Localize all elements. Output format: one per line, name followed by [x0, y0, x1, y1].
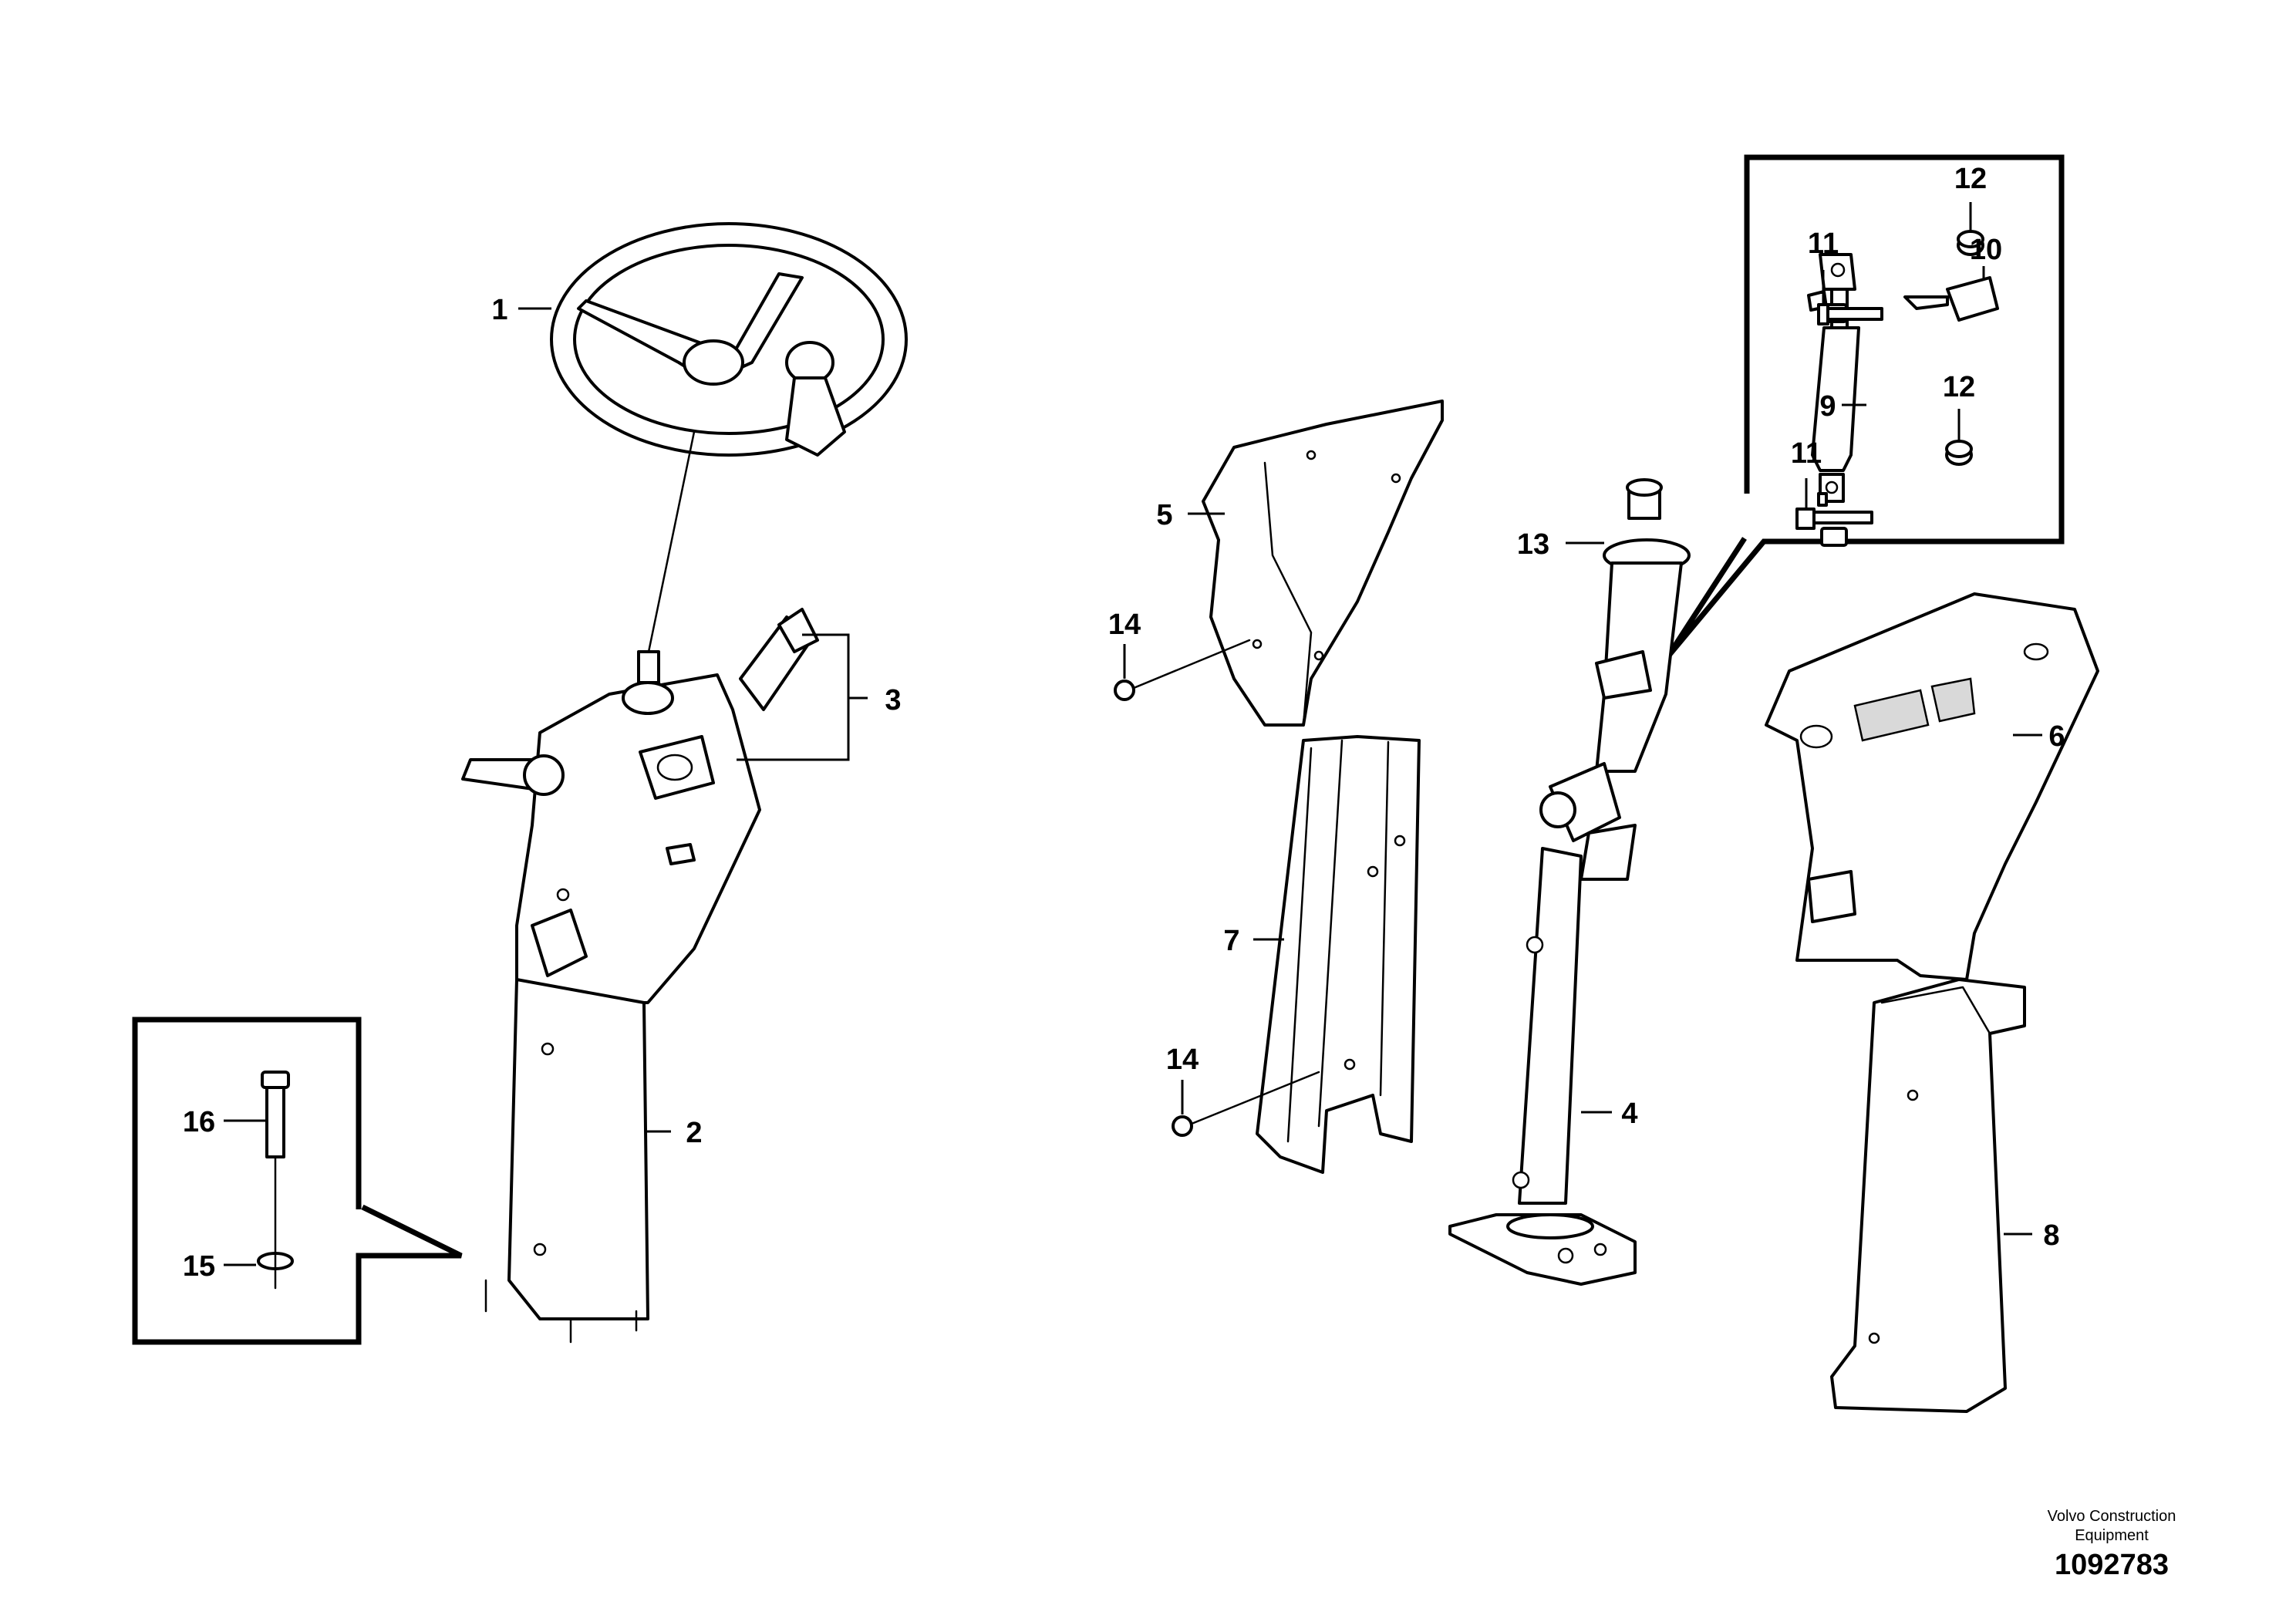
gas-spring-detail	[1807, 253, 1999, 547]
callout-9: 9	[1819, 390, 1836, 423]
callout-3: 3	[885, 684, 901, 717]
channel-cover-7	[1256, 735, 1421, 1174]
callout-14-lower: 14	[1166, 1044, 1199, 1076]
callout-14-upper: 14	[1108, 609, 1141, 641]
callout-7: 7	[1223, 925, 1239, 957]
lower-cover-8	[1830, 978, 2026, 1413]
callout-11-lower: 11	[1791, 437, 1822, 470]
company-name-line2: Equipment	[2075, 1527, 2149, 1544]
detail-frame-top-right	[1665, 154, 2065, 659]
steering-console	[461, 608, 868, 1344]
nut-12-lower	[1945, 440, 1973, 466]
callout-13: 13	[1517, 528, 1549, 561]
callout-16: 16	[183, 1106, 215, 1138]
detail-frame-bottom-left	[132, 1017, 463, 1345]
callout-12-lower: 12	[1943, 371, 1975, 403]
callout-4: 4	[1621, 1098, 1637, 1130]
callout-6: 6	[2048, 720, 2065, 753]
company-name-line1: Volvo Construction	[2047, 1508, 2176, 1525]
bolt-11-lower	[1795, 508, 1873, 530]
screw-14-upper	[1114, 639, 1251, 701]
callout-5: 5	[1156, 499, 1172, 531]
upper-cover-5	[1202, 400, 1444, 727]
screw-14-lower	[1172, 1071, 1320, 1137]
callout-15: 15	[183, 1250, 215, 1283]
callout-11-upper: 11	[1808, 228, 1839, 260]
screw-and-washer-detail	[257, 1071, 294, 1290]
callout-2: 2	[686, 1117, 702, 1149]
document-number: 1092783	[2055, 1549, 2169, 1581]
steering-wheel	[550, 222, 908, 657]
callout-8: 8	[2043, 1219, 2059, 1252]
bolt-11-upper	[1817, 303, 1883, 325]
callout-10: 10	[1970, 234, 2002, 266]
callout-1: 1	[491, 294, 507, 326]
steering-column-4	[1448, 478, 1691, 1286]
side-cover-6	[1765, 592, 2099, 981]
callout-12-upper: 12	[1954, 163, 1987, 195]
nut-12-upper	[1957, 230, 1984, 256]
